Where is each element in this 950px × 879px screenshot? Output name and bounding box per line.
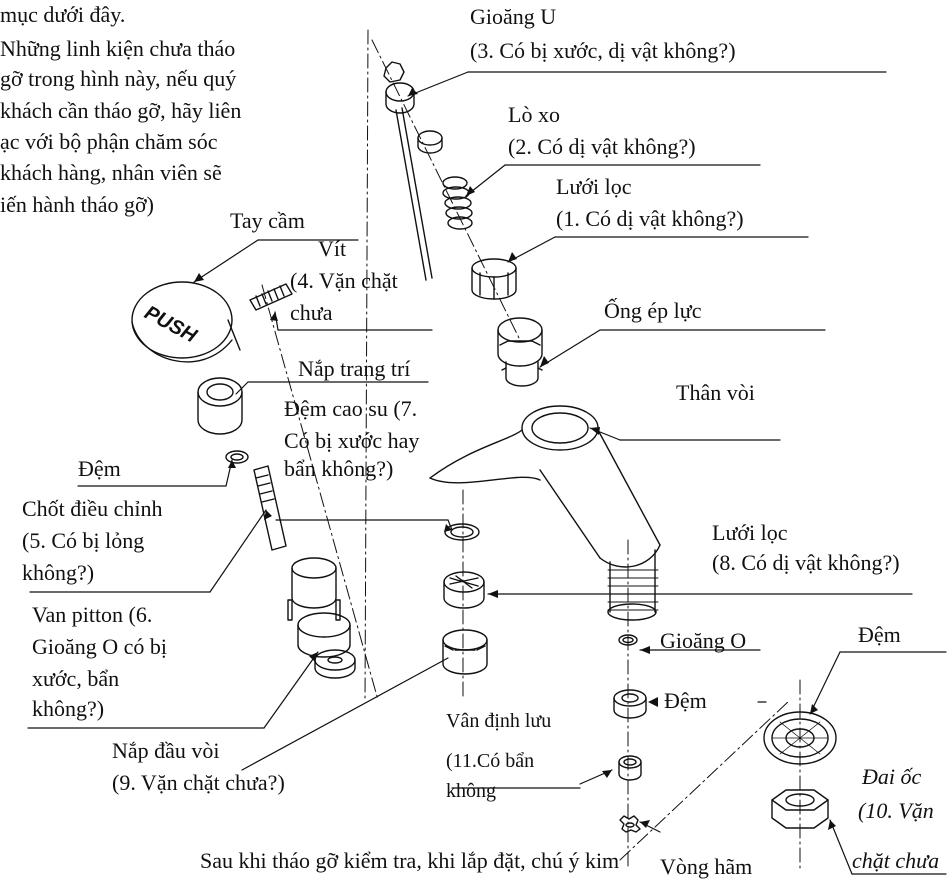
- ong-ep-luc-part: [497, 317, 543, 387]
- intro-line-1: mục dưới đây.: [0, 2, 126, 27]
- label-vit-note-2: chưa: [290, 300, 333, 325]
- tay-cam-part: [131, 281, 241, 363]
- label-chot-3: không?): [22, 560, 95, 585]
- intro-line-2: Những linh kiện chưa tháo: [0, 36, 236, 61]
- label-chot-1: Chốt điều chỉnh: [22, 496, 163, 521]
- label-chot-2: (5. Có bị lỏng: [22, 528, 145, 553]
- label-tay-cam: Tay cầm: [230, 208, 305, 233]
- van-pitton-part: [287, 557, 356, 679]
- vit-part: [249, 283, 293, 311]
- label-lo-xo: Lò xo: [508, 102, 560, 127]
- label-luoi-loc-right: Lưới lọc: [712, 520, 788, 545]
- label-dem-right-top: Đệm: [858, 622, 901, 647]
- label-dai-oc-note-1: (10. Vặn: [858, 798, 934, 823]
- vong-ham-part: [619, 815, 641, 833]
- label-van-4: không?): [32, 696, 105, 721]
- intro-line-4: khách cần tháo gỡ, hãy liên: [0, 98, 242, 123]
- label-dem-cao-su-1: Đệm cao su (7.: [284, 396, 418, 421]
- label-gioang-o: Gioăng O: [660, 628, 747, 653]
- chot-dieu-chinh-part: [253, 465, 287, 551]
- lo-xo-part: [442, 176, 473, 230]
- intro-line-5: ạc với bộ phận chăm sóc: [0, 129, 218, 154]
- dem-cao-su-part: [444, 523, 480, 541]
- label-dem-cao-su-2: Có bị xước hay: [284, 428, 420, 453]
- dai-oc-part: [771, 789, 829, 829]
- intro-line-3: gỡ trong hình này, nếu quý: [0, 66, 237, 91]
- label-gioang-u-note: (3. Có bị xước, dị vật không?): [470, 38, 736, 63]
- label-dem-left: Đệm: [78, 456, 121, 481]
- label-nap-dau-voi: Nắp đầu vòi: [112, 738, 220, 763]
- label-van-dinh-luu-note-1: (11.Có bẩn: [446, 750, 535, 772]
- label-van-1: Van pitton (6.: [32, 602, 153, 627]
- dem-mid-part: [613, 689, 647, 719]
- label-nap-trang-tri: Nắp trang trí: [298, 356, 411, 381]
- label-luoi-loc-top: Lưới lọc: [556, 174, 632, 199]
- than-voi-part: [429, 405, 661, 621]
- label-gioang-u: Gioăng U: [470, 4, 557, 29]
- luoi-loc-right-part: [443, 571, 485, 609]
- label-van-dinh-luu-note-2: không: [446, 780, 496, 802]
- nap-trang-tri-part: [197, 377, 243, 435]
- intro-line-6: khách hàng, nhân viên sẽ: [0, 160, 222, 185]
- van-dinh-luu-part: [618, 755, 642, 781]
- label-vit: Vít: [318, 236, 347, 261]
- label-dem-cao-su-3: bẩn không?): [284, 456, 394, 481]
- label-vit-note-1: (4. Vặn chặt: [290, 268, 398, 293]
- label-luoi-loc-right-note: (8. Có dị vật không?): [712, 550, 900, 575]
- label-luoi-loc-top-note: (1. Có dị vật không?): [556, 206, 744, 231]
- label-than-voi: Thân vòi: [676, 380, 755, 405]
- label-dai-oc-note-2: chặt chưa: [852, 848, 940, 873]
- label-nap-dau-voi-note: (9. Vặn chặt chưa?): [112, 770, 285, 795]
- label-vong-ham: Vòng hãm: [660, 854, 753, 879]
- label-van-3: xước, bẩn: [32, 666, 120, 691]
- label-van-dinh-luu: Vân định lưu: [446, 710, 552, 732]
- dem-left-part: [225, 450, 249, 464]
- dem-right-part: [763, 711, 837, 765]
- luoi-loc-top-part: [471, 258, 517, 300]
- label-van-2: Gioăng O có bị: [32, 634, 168, 659]
- label-dem-mid: Đệm: [664, 688, 707, 713]
- intro-line-7: iến hành tháo gỡ): [0, 192, 154, 217]
- label-lo-xo-note: (2. Có dị vật không?): [508, 134, 696, 159]
- footer-line-1: Sau khi tháo gỡ kiểm tra, khi lắp đặt, c…: [200, 848, 620, 873]
- label-dai-oc: Đai ốc: [862, 764, 922, 789]
- label-ong-ep-luc: Ống ép lực: [604, 298, 702, 323]
- arrowheads: [194, 88, 836, 830]
- nap-dau-voi-part: [442, 629, 488, 675]
- gioang-o-part: [618, 634, 638, 646]
